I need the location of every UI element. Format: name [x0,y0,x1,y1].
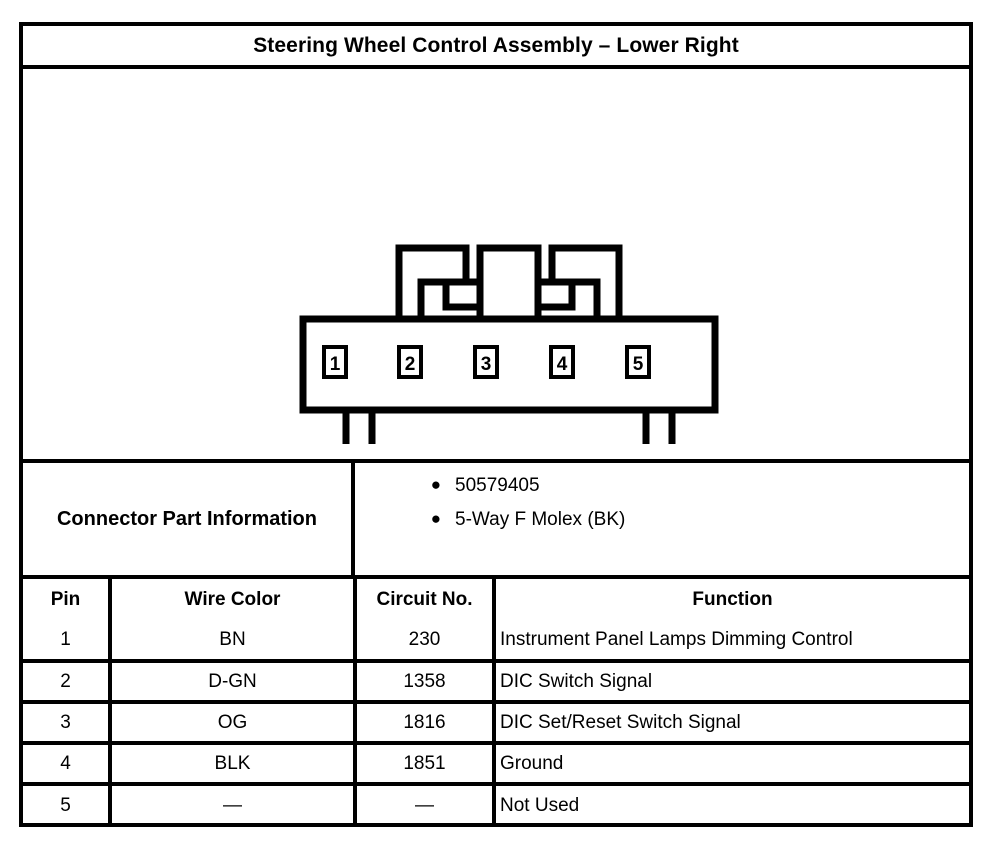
cell-pin: 3 [23,702,112,745]
cell-circuit-no: — [355,784,496,825]
page-title: Steering Wheel Control Assembly – Lower … [253,33,739,57]
cell-wire-color: OG [110,702,357,745]
pin-cavity-1: 1 [322,345,348,379]
cell-pin: 2 [23,661,112,704]
bullet-icon: ● [430,509,441,528]
cell-function: Not Used [500,794,580,816]
pin-cavity-5: 5 [625,345,651,379]
svg-text:1: 1 [330,354,341,375]
pin-cavity-2: 2 [397,345,423,379]
table-row: 1 BN 230 Instrument Panel Lamps Dimming … [23,620,969,663]
cell-wire-color: BN [110,620,357,663]
cell-wire-color: — [110,784,357,825]
table-header-row: Pin Wire Color Circuit No. Function [23,579,969,620]
connector-face-view-icon: 1 2 3 4 5 [299,244,719,444]
svg-text:2: 2 [405,354,416,375]
pin-assignment-table: Pin Wire Color Circuit No. Function 1 BN… [23,579,969,825]
cell-function: DIC Set/Reset Switch Signal [494,702,969,745]
cell-wire-color: D-GN [110,661,357,704]
cell-function: Instrument Panel Lamps Dimming Control [494,620,969,663]
cell-function: DIC Switch Signal [494,661,969,704]
connector-part-information-row: Connector Part Information ● 50579405 ● … [23,463,969,579]
cell-function: Ground [494,743,969,786]
part-info-bullet-item: ● 5-Way F Molex (BK) [355,509,969,543]
cell-circuit-no: 1358 [355,661,496,704]
connector-diagram-area: 1 2 3 4 5 [23,69,969,463]
table-row: 3 OG 1816 DIC Set/Reset Switch Signal [23,702,969,745]
page-title-bar: Steering Wheel Control Assembly – Lower … [23,26,969,69]
connector-type-value: 5-Way F Molex (BK) [455,509,626,530]
cell-pin: 1 [23,620,112,663]
part-number-value: 50579405 [455,475,540,496]
column-header-wire-color: Wire Color [110,579,357,620]
connector-part-information-values: ● 50579405 ● 5-Way F Molex (BK) [355,463,969,575]
connector-part-information-label-cell: Connector Part Information [23,463,355,575]
table-row: 5 — — Not Used [23,784,969,825]
table-row: 2 D-GN 1358 DIC Switch Signal [23,661,969,704]
pin-cavity-4: 4 [549,345,575,379]
cell-pin: 5 [23,784,112,825]
column-header-function: Function [692,588,773,610]
column-header-pin: Pin [23,579,112,620]
bullet-icon: ● [430,475,441,494]
pin-cavity-3: 3 [473,345,499,379]
svg-text:4: 4 [557,354,568,375]
cell-circuit-no: 1851 [355,743,496,786]
svg-text:5: 5 [633,354,644,375]
pin-cavity-group: 1 2 3 4 5 [322,345,651,379]
svg-text:3: 3 [481,354,492,375]
connector-detail-page: Steering Wheel Control Assembly – Lower … [19,22,973,827]
cell-wire-color: BLK [110,743,357,786]
cell-circuit-no: 1816 [355,702,496,745]
part-info-bullet-item: ● 50579405 [355,475,969,509]
cell-circuit-no: 230 [355,620,496,663]
column-header-circuit-no: Circuit No. [355,579,496,620]
table-row: 4 BLK 1851 Ground [23,743,969,786]
cell-pin: 4 [23,743,112,786]
connector-part-information-label: Connector Part Information [56,507,317,530]
